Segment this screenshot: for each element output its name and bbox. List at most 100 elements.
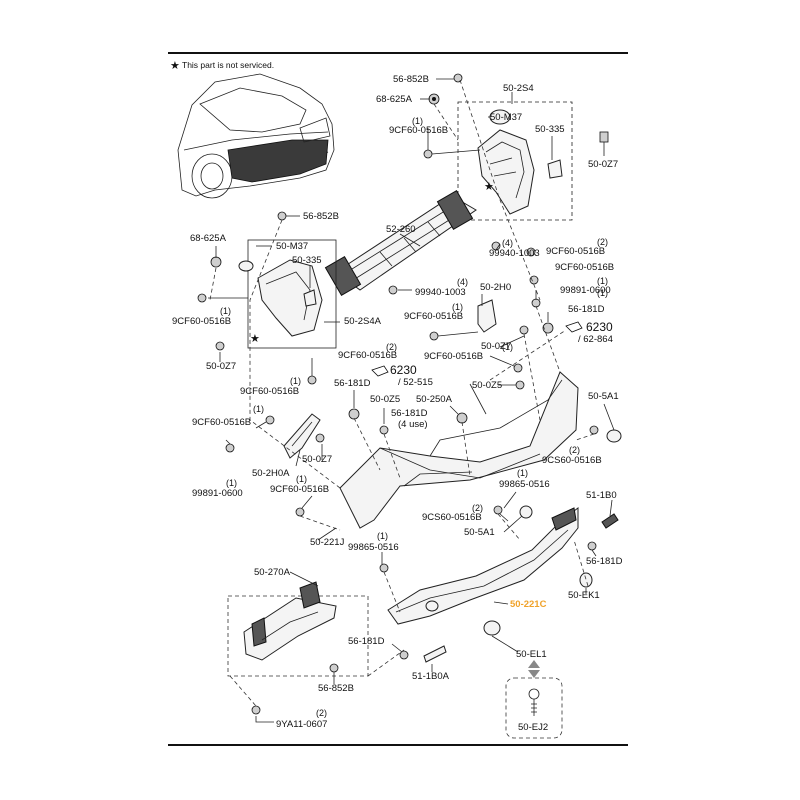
label: 50-EJ2 xyxy=(518,722,548,733)
label: (2) xyxy=(316,708,327,718)
box-50-EJ2 xyxy=(505,677,563,739)
part-50-221J xyxy=(339,371,579,529)
label: 99891-0600 xyxy=(560,285,611,296)
label: 51-1B0A xyxy=(412,671,450,682)
label: 99891-0600 xyxy=(192,488,243,499)
label: 50-221J xyxy=(310,537,345,548)
label: 9CF60-0516B xyxy=(404,311,463,322)
label: 50-0Z7 xyxy=(302,454,332,465)
label: (1) xyxy=(226,478,237,488)
box-50-270A xyxy=(227,595,369,677)
part-50-2S4: ★ xyxy=(477,109,563,215)
label: 9CF60-0516B xyxy=(270,484,329,495)
label: (2) xyxy=(386,342,397,352)
label: 50-2H0 xyxy=(480,282,511,293)
label: 50-5A1 xyxy=(588,391,619,402)
label: (1) xyxy=(253,404,264,414)
label: (1) xyxy=(377,531,388,541)
label: (4 use) xyxy=(398,419,428,430)
part-50-2H0A xyxy=(283,413,321,459)
label: (1) xyxy=(412,116,423,126)
label: 9YA11-0607 xyxy=(276,719,327,730)
label: 56-181D xyxy=(334,378,371,389)
part-50-EK1 xyxy=(579,572,593,588)
label: (4) xyxy=(502,238,513,248)
svg-text:★: ★ xyxy=(250,333,260,345)
dashed-guides xyxy=(209,79,595,707)
label: (1) xyxy=(296,474,307,484)
label: / 62-864 xyxy=(578,334,613,345)
part-50-270A xyxy=(243,581,337,661)
label: 99940-1003 xyxy=(489,248,540,259)
label: 68-625A xyxy=(376,94,413,105)
label: 6230 xyxy=(586,320,613,334)
label: 50-335 xyxy=(292,255,322,266)
part-50-5A1-lower xyxy=(519,505,533,519)
label: 9CF60-0516B xyxy=(338,350,397,361)
label: 68-625A xyxy=(190,233,227,244)
label: 50-2H0A xyxy=(252,468,290,479)
note-text: This part is not serviced. xyxy=(182,60,274,70)
box-50-2S4 xyxy=(457,101,573,221)
label: 99865-0516 xyxy=(499,479,550,490)
label: (2) xyxy=(569,445,580,455)
label: 50-0Z7 xyxy=(481,341,511,352)
label: 9CF60-0516B xyxy=(389,125,448,136)
label: (1) xyxy=(517,468,528,478)
label: 9CF60-0516B xyxy=(424,351,483,362)
leader-lines xyxy=(208,78,615,723)
label: 9CS60-0516B xyxy=(542,455,602,466)
label: 50-M37 xyxy=(276,241,308,252)
part-50-2H0 xyxy=(477,299,497,333)
vehicle-rear-illustration xyxy=(177,73,335,199)
label: 9CF60-0516B xyxy=(240,386,299,397)
label: (1) xyxy=(290,376,301,386)
label: (1) xyxy=(597,288,608,298)
label: 56-181D xyxy=(348,636,385,647)
label: 56-852B xyxy=(303,211,339,222)
label: 56-852B xyxy=(393,74,429,85)
label: 9CS60-0516B xyxy=(422,512,482,523)
label: 99865-0516 xyxy=(348,542,399,553)
label: 50-EK1 xyxy=(568,590,600,601)
part-50-EJ2 xyxy=(528,688,540,716)
label: 50-0Z7 xyxy=(588,159,618,170)
label: / 52-515 xyxy=(398,377,433,388)
label: 56-181D xyxy=(586,556,623,567)
part-51-1B0A xyxy=(423,645,447,663)
label: 50-250A xyxy=(416,394,453,405)
label: 56-181D xyxy=(568,304,605,315)
label: 50-5A1 xyxy=(464,527,495,538)
label: 50-335 xyxy=(535,124,565,135)
label: 51-1B0 xyxy=(586,490,617,501)
label: 50-EL1 xyxy=(516,649,547,660)
hand-pointer-icon xyxy=(371,365,389,377)
label: 50-0Z7 xyxy=(206,361,236,372)
label: (1) xyxy=(502,342,513,352)
label: 50-2S4 xyxy=(503,83,534,94)
label: (1) xyxy=(452,302,463,312)
label: (1) xyxy=(597,276,608,286)
label: (2) xyxy=(472,503,483,513)
label: 9CF60-0516B xyxy=(192,417,251,428)
arrow-double xyxy=(528,660,540,678)
hand-pointer-icon xyxy=(565,321,583,333)
label: (2) xyxy=(597,237,608,247)
label: 6230 xyxy=(390,363,417,377)
label: 50-270A xyxy=(254,567,291,578)
label: 50-M37 xyxy=(490,112,522,123)
part-50-5A1-right xyxy=(606,429,622,443)
part-51-1B0 xyxy=(601,513,619,529)
label: 50-0Z5 xyxy=(370,394,400,405)
part-50-221C xyxy=(387,507,579,625)
part-50-EL1 xyxy=(483,620,501,636)
label: (1) xyxy=(220,306,231,316)
label: 50-2S4A xyxy=(344,316,382,327)
label: 56-852B xyxy=(318,683,354,694)
note-star: ★ xyxy=(170,60,180,72)
part-52-260 xyxy=(324,189,477,297)
part-50-2S4A: ★ xyxy=(238,259,323,345)
label: 50-221C xyxy=(510,599,547,610)
svg-text:★: ★ xyxy=(484,181,494,193)
